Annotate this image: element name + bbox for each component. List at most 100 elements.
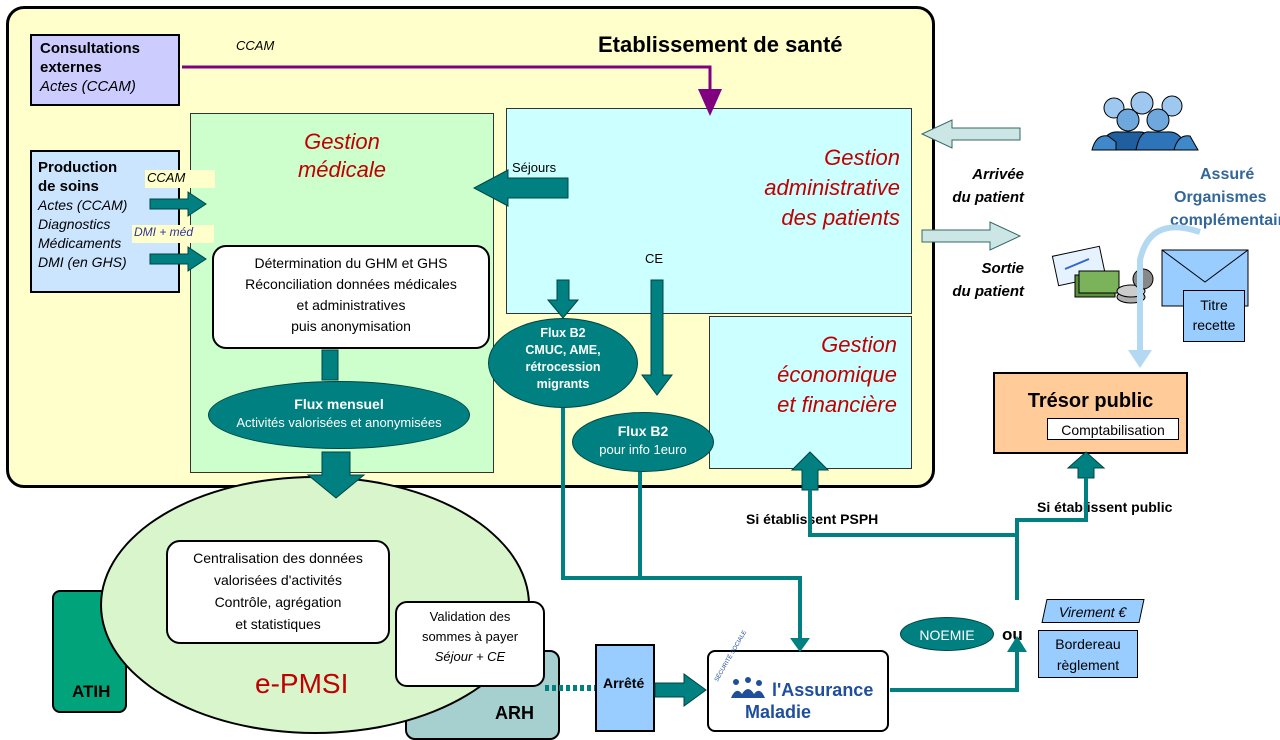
medical-to-epmsi-arrow [306,451,366,499]
assure-line3: complémentaires [1170,212,1280,229]
bordereau-box: Bordereau règlement [1038,630,1138,678]
bordereau-line1: Bordereau [1055,636,1121,652]
flux-mensuel-sub: Activités valorisées et anonymisées [236,415,442,430]
gestion-admin-title2: administrative [764,175,900,200]
mensuel-down-arrow [321,349,339,381]
consultations-box: Consultations externes Actes (CCAM) [30,34,180,106]
gestion-eco-title2: économique [777,362,897,387]
sortie-arrow [921,221,1022,251]
arrete-paper [595,644,655,732]
production-item: Médicaments [38,235,122,251]
titre-recette-box: Titre recette [1183,290,1245,342]
sortie-line2: du patient [952,283,1024,300]
ou-arrowhead [1007,636,1027,652]
centralisation-line: et statistiques [235,616,321,632]
tresor-title: Trésor public [1027,390,1154,412]
flux-b2-b-sub: pour info 1euro [599,442,687,457]
assure-line2: Organismes [1174,189,1267,206]
establishment-title: Etablissement de santé [598,32,843,57]
consultations-line2: externes [40,59,102,76]
assure-to-tresor-curve [1137,224,1201,352]
gestion-eco-title3: et financière [777,392,897,417]
production-line1: Production [38,159,118,176]
production-box: Production de soins Actes (CCAM) Diagnos… [30,150,180,293]
dmi-tag: DMI + méd [132,225,214,243]
sortie-line1: Sortie [981,260,1024,277]
flux-b2-b-title: Flux B2 [617,423,669,439]
flux-b2-a-line: CMUC, AME, [525,343,601,357]
flux-b2-to-assurance-line [561,405,802,640]
assurance-line2: Maladie [745,702,812,722]
gestion-eco-title1: Gestion [821,332,897,357]
arrivee-label: Arrivée du patient [926,163,1024,209]
flux-mensuel-title: Flux mensuel [294,396,384,412]
arrete-to-assurance-arrow [654,673,707,707]
sortie-label: Sortie du patient [926,257,1024,303]
production-item: Diagnostics [38,216,111,232]
epmsi-title: e-PMSI [255,668,349,699]
arrivee-line1: Arrivée [972,166,1024,183]
gestion-medicale-title2: médicale [297,157,387,182]
psph-line [808,490,1017,537]
ccam-label: CCAM [236,38,275,53]
ccam-tag: CCAM [145,170,215,188]
titre-recette-line2: recette [1192,317,1236,333]
centralisation-line: valorisées d'activités [214,572,342,588]
production-arrow-1 [149,191,207,217]
gestion-eco-title: Gestion économique et financière [710,330,897,420]
titre-recette-line1: Titre [1200,297,1228,313]
production-item: Actes (CCAM) [38,197,128,213]
flux-b2-a-line: migrants [536,377,590,391]
flux-b2-a-line: rétrocession [525,360,601,374]
si-psph-label: Si établissent PSPH [746,511,879,527]
production-arrow-2 [149,246,207,272]
si-public-label: Si établissent public [1037,499,1173,515]
centralisation-box: Centralisation des données valorisées d'… [166,540,390,644]
admin-ce-arrow [641,279,673,396]
assurance-logo-icon [728,676,768,702]
flux-mensuel-bubble: Flux mensuel Activités valorisées et ano… [208,381,470,449]
determination-line: puis anonymisation [291,318,411,334]
determination-box: Détermination du GHM et GHS Réconciliati… [212,245,490,349]
atih-label: ATIH [72,682,111,701]
arrete-label: Arrêté [603,675,645,691]
tresor-sub: Comptabilisation [1047,418,1179,440]
determination-line: Détermination du GHM et GHS [254,255,448,271]
consultations-line3: Actes (CCAM) [40,78,136,95]
flux-b2-a-line: Flux B2 [540,326,586,340]
gestion-admin-title3: des patients [781,205,900,230]
admin-flux-b2-arrow [546,279,580,319]
assure-text: Assuré Organismes complémentaires [1170,163,1280,232]
centralisation-line: Contrôle, agrégation [214,594,342,610]
validation-line: Validation des [429,609,511,624]
people-icon [1090,90,1200,152]
determination-line: Réconciliation données médicales [245,276,457,292]
consultations-line1: Consultations [40,40,140,57]
centralisation-line: Centralisation des données [193,550,363,566]
public-line [1015,478,1088,600]
arrivee-line2: du patient [952,189,1024,206]
determination-line: et administratives [296,297,406,313]
assure-line1: Assuré [1200,166,1255,183]
arh-label: ARH [495,703,534,723]
validation-line: Séjour + CE [434,649,506,664]
gestion-medicale-title: Gestion médicale [262,128,422,184]
gestion-eco-box [709,316,912,469]
ce-label: CE [645,251,664,266]
ccam-connector [182,65,722,116]
gestion-admin-title1: Gestion [824,145,900,170]
sejours-arrow [472,169,569,207]
psph-up-arrow [790,451,830,491]
validation-box: Validation des sommes à payer Séjour + C… [395,601,545,687]
noemie-bubble: NOEMIE [900,617,994,651]
arrivee-arrow [920,119,1021,149]
production-line2: de soins [38,178,99,195]
assurance-line1: l'Assurance [772,680,874,700]
bordereau-line2: règlement [1056,657,1120,673]
sejours-label: Séjours [512,160,557,175]
flux-b2-bubble-b: Flux B2 pour info 1euro [572,412,714,472]
public-up-arrow [1066,451,1106,479]
gestion-medicale-title1: Gestion [304,129,380,154]
tresor-box [993,372,1188,454]
